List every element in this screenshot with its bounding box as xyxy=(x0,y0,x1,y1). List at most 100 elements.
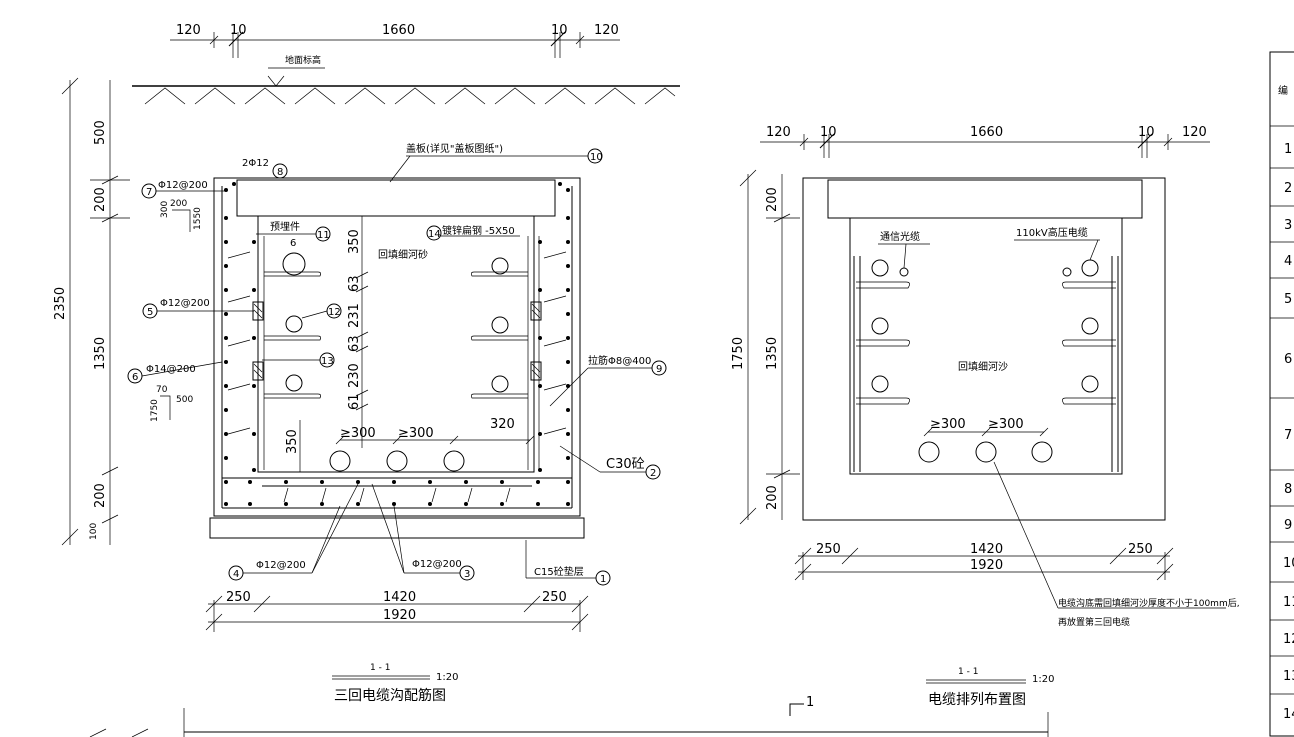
callout-5-text: 5 xyxy=(147,307,153,318)
table-row-2: 2 xyxy=(1284,181,1292,196)
left-cable xyxy=(282,252,306,276)
right-scale: 1:20 xyxy=(1032,674,1054,685)
left-cable xyxy=(285,374,303,392)
right-dim-bottom-250b: 250 xyxy=(1128,542,1153,557)
left-cable xyxy=(491,257,509,275)
callout-3 xyxy=(459,565,475,581)
table-row-1: 1 xyxy=(1284,142,1292,157)
callout-9-text: 9 xyxy=(656,364,662,375)
callout-1-text: 1 xyxy=(600,574,606,585)
right-cable xyxy=(871,375,889,393)
left-dim-top-4: 10 xyxy=(551,23,568,38)
right-cable xyxy=(1031,441,1053,463)
right-dim-200-top: 200 xyxy=(765,187,780,212)
table-row-11: 11 xyxy=(1283,595,1294,610)
inner-spacing-1: ≥300 xyxy=(340,426,376,441)
callout-10 xyxy=(587,148,603,164)
stirrup-a-200: 200 xyxy=(170,199,187,209)
bar-8-label: 2Φ12 xyxy=(242,158,269,169)
table-row-7: 7 xyxy=(1284,428,1292,443)
inner-dim-61: 61 xyxy=(347,393,362,410)
left-dim-2350: 2350 xyxy=(53,287,68,320)
embed-label: 预埋件 xyxy=(270,221,300,233)
right-dim-top-4: 10 xyxy=(1138,125,1155,140)
left-dim-bottom-1920: 1920 xyxy=(383,608,416,623)
callout-8 xyxy=(272,163,288,179)
left-dim-top-1: 120 xyxy=(176,23,201,38)
optical-cable-label: 通信光缆 xyxy=(880,230,920,243)
left-dim-bottom-250b: 250 xyxy=(542,590,567,605)
ground-level-label: 地面标高 xyxy=(285,54,321,66)
left-cable xyxy=(491,316,509,334)
callout-9 xyxy=(651,360,667,376)
tie-bars xyxy=(227,251,567,503)
optical-cable xyxy=(899,267,909,277)
left-dim-100: 100 xyxy=(89,523,99,540)
right-dim-bottom-1920: 1920 xyxy=(970,558,1003,573)
table-row-9: 9 xyxy=(1284,518,1292,533)
right-spacing-2: ≥300 xyxy=(988,417,1024,432)
right-bottom-dimensions: 250 1420 250 1920 xyxy=(794,542,1174,581)
note-line-2: 再放置第三回电缆 xyxy=(1058,616,1130,628)
left-top-dimension: 120 10 1660 10 120 xyxy=(170,23,620,58)
callout-14-text: 14 xyxy=(428,229,441,240)
callout-11 xyxy=(315,226,331,242)
left-drawing-title: 三回电缆沟配筋图 xyxy=(334,687,446,704)
left-title-block: 1 - 1 1:20 三回电缆沟配筋图 xyxy=(332,663,458,704)
table-row-14: 14 xyxy=(1283,707,1294,722)
right-dim-top-3: 1660 xyxy=(970,125,1003,140)
right-trench-structure xyxy=(802,177,1166,521)
inner-dim-230: 230 xyxy=(347,363,362,388)
stirrup-b-70: 70 xyxy=(156,385,168,395)
right-dim-1350: 1350 xyxy=(765,337,780,370)
callout-13-text: 13 xyxy=(321,356,334,367)
table-header: 编 xyxy=(1278,84,1288,97)
rebar-dots xyxy=(224,182,570,506)
right-dim-top-5: 120 xyxy=(1182,125,1207,140)
table-row-3: 3 xyxy=(1284,218,1292,233)
left-section-label: 1 - 1 xyxy=(370,663,390,673)
inner-dim-63-a: 63 xyxy=(347,275,362,292)
right-dim-1750: 1750 xyxy=(731,337,746,370)
stirrup-a-300: 300 xyxy=(160,201,170,218)
left-scale: 1:20 xyxy=(436,672,458,683)
left-cable-trench-rebar-drawing: 120 10 1660 10 120 地面标高 2350 xyxy=(53,23,680,704)
section-mark-number: 1 xyxy=(806,695,814,710)
left-dim-200-bottom: 200 xyxy=(93,483,108,508)
inner-dim-320: 320 xyxy=(490,417,515,432)
left-vertical-dimensions: 2350 500 200 1350 200 100 xyxy=(53,77,130,546)
right-cable xyxy=(1081,317,1099,335)
callout-2-text: 2 xyxy=(650,468,656,479)
inner-dim-63-b: 63 xyxy=(347,335,362,352)
inner-dim-231: 231 xyxy=(347,303,362,328)
left-cable xyxy=(329,450,351,472)
left-dim-500: 500 xyxy=(93,120,108,145)
trench-structure xyxy=(209,177,585,539)
note-line-1: 电缆沟底需回填细河沙厚度不小于100mm后, xyxy=(1058,597,1240,609)
inner-dim-350-top: 350 xyxy=(347,229,362,254)
callout-11-text: 11 xyxy=(317,230,330,241)
callout-3-text: 3 xyxy=(464,569,470,580)
bar-4-label: Φ12@200 xyxy=(256,560,306,571)
right-cable xyxy=(871,259,889,277)
table-row-4: 4 xyxy=(1284,254,1292,269)
bar-5-label: Φ12@200 xyxy=(160,298,210,309)
right-dim-200-bottom: 200 xyxy=(765,485,780,510)
left-dim-bottom-1420: 1420 xyxy=(383,590,416,605)
section-mark: 1 xyxy=(89,695,1049,737)
right-top-dimension: 120 10 1660 10 120 xyxy=(760,125,1210,158)
right-cable xyxy=(871,317,889,335)
left-cable xyxy=(491,375,509,393)
right-dim-bottom-1420: 1420 xyxy=(970,542,1003,557)
stirrup-a-1550: 1550 xyxy=(193,207,203,230)
hv-cable-label: 110kV高压电缆 xyxy=(1016,226,1088,239)
inner-dim-350-bottom: 350 xyxy=(285,429,300,454)
left-dim-bottom-250a: 250 xyxy=(226,590,251,605)
six-label: 6 xyxy=(290,238,296,249)
right-title-block: 1 - 1 1:20 电缆排列布置图 xyxy=(926,667,1054,708)
callout-8-text: 8 xyxy=(277,167,283,178)
left-cable xyxy=(386,450,408,472)
backfill-sand-label: 回填细河砂 xyxy=(378,248,428,261)
table-row-8: 8 xyxy=(1284,482,1292,497)
